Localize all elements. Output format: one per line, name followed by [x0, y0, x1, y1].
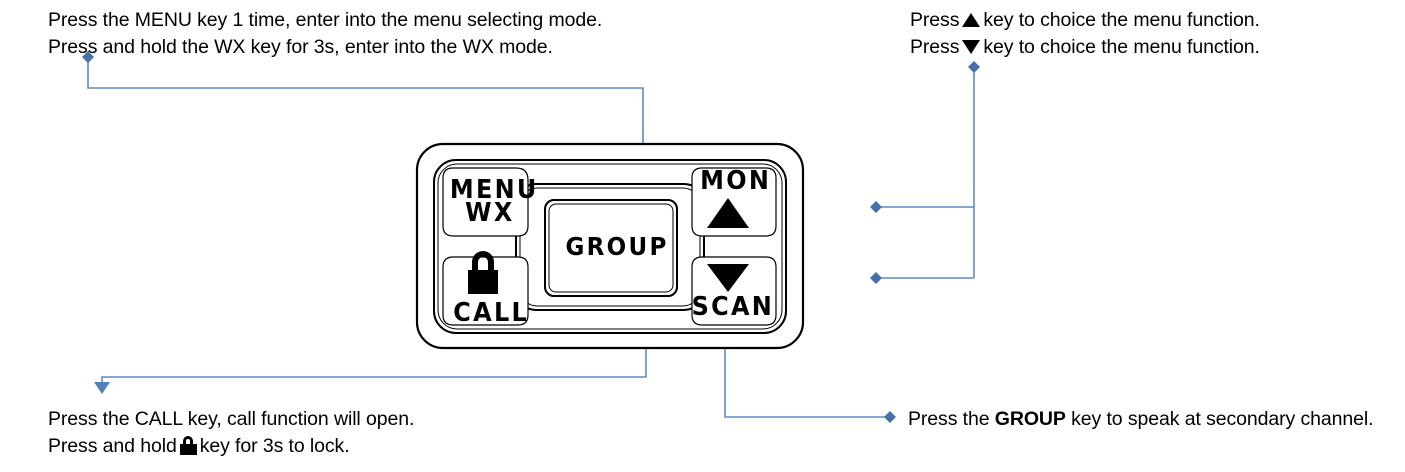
- annotation-top-right-line1: Press key to choice the menu function.: [910, 7, 1260, 34]
- call-lock-icon: [468, 251, 498, 294]
- annotation-bottom-left-line1: Press the CALL key, call function will o…: [48, 408, 415, 430]
- annotation-top-right-line1-post: key to choice the menu function.: [983, 9, 1260, 31]
- arrowhead-down-icon: [94, 382, 110, 394]
- mon-triangle-up-icon: [707, 198, 749, 228]
- annotation-top-left: Press the MENU key 1 time, enter into th…: [48, 7, 602, 61]
- annotation-top-left-line1: Press the MENU key 1 time, enter into th…: [48, 9, 603, 31]
- annotation-bottom-left: Press the CALL key, call function will o…: [48, 406, 414, 460]
- menu-wx-key-face[interactable]: [442, 167, 529, 237]
- lock-icon: [179, 436, 197, 455]
- annotation-top-right-line1-pre: Press: [910, 9, 960, 31]
- annotation-bottom-left-line2-pre: Press and hold: [48, 435, 177, 457]
- group-key-outline[interactable]: [544, 199, 678, 297]
- mon-up-key-face[interactable]: [691, 167, 777, 237]
- keypad-label-menu: MENU: [449, 175, 539, 205]
- annotation-top-right: Press key to choice the menu function. Pr…: [910, 7, 1260, 61]
- dpad-ring-hole-inner-line: [519, 187, 701, 307]
- annotation-bottom-right: Press the GROUP key to speak at secondar…: [908, 406, 1374, 433]
- annotation-bottom-right-line1: Press the GROUP key to speak at secondar…: [908, 406, 1374, 433]
- annotation-bottom-right-bold: GROUP: [994, 408, 1066, 430]
- keypad-label-group: GROUP: [565, 232, 669, 261]
- keypad-label-call: CALL: [453, 298, 530, 328]
- keypad-label-mon: MON: [700, 166, 772, 196]
- leader-up-down-keys: [870, 61, 980, 284]
- leader-call-lock: [94, 324, 652, 394]
- triangle-up-icon: [962, 13, 981, 27]
- annotation-top-right-line2-pre: Press: [910, 36, 960, 58]
- keypad-label-scan: SCAN: [691, 292, 775, 322]
- annotation-bottom-left-line2: Press and hold key for 3s to lock.: [48, 433, 414, 460]
- scan-triangle-down-icon: [707, 264, 749, 292]
- annotation-top-right-line2-post: key to choice the menu function.: [983, 36, 1260, 58]
- annotation-bottom-right-pre: Press the: [908, 408, 995, 430]
- annotation-bottom-left-line2-post: key for 3s to lock.: [199, 435, 350, 457]
- triangle-down-icon: [962, 40, 981, 54]
- keypad-label-wx: WX: [465, 198, 515, 228]
- annotation-top-left-line2: Press and hold the WX key for 3s, enter …: [48, 36, 553, 58]
- leader-menu-wx: [82, 51, 649, 174]
- dpad-ring-outer-inner-line: [437, 163, 783, 330]
- scan-down-key-face[interactable]: [691, 256, 777, 326]
- annotation-top-right-line2: Press key to choice the menu function.: [910, 34, 1260, 61]
- annotation-bottom-right-post: key to speak at secondary channel.: [1065, 408, 1374, 430]
- group-key-inner-line: [548, 203, 674, 293]
